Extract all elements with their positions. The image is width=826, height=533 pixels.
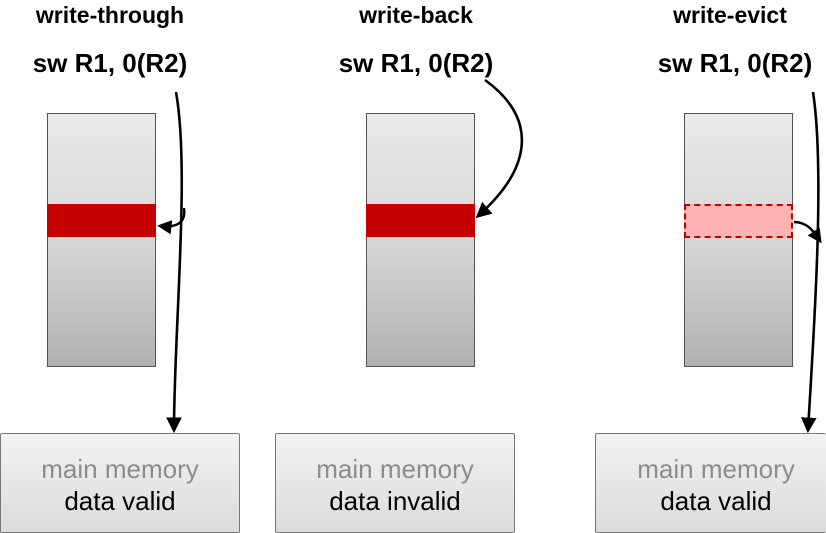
memory-status: data invalid [329,486,461,516]
arrows-layer [157,78,822,434]
memory-status: data valid [64,486,176,516]
cache-block [684,113,793,367]
arrow-evict-line [793,220,822,244]
panel-title: write-through [35,2,185,28]
cache-block [47,113,156,367]
panel-title: write-evict [673,2,787,28]
arrow-to-cache-line [157,207,186,235]
store-instruction: sw R1, 0(R2) [338,48,494,78]
memory-label: main memory [637,454,795,484]
cache-line-evicted [684,204,793,238]
cache-block [366,113,475,367]
memory-label: main memory [41,454,199,484]
main-memory-box: main memory data valid [0,433,240,533]
store-instruction: sw R1, 0(R2) [32,48,188,78]
memory-status: data valid [660,486,772,516]
memory-label: main memory [316,454,474,484]
main-memory-box: main memory data valid [595,433,826,533]
arrow-to-memory [166,91,184,434]
cache-line-written [366,204,475,237]
arrow-to-memory [800,91,820,434]
panel-title: write-back [359,2,473,28]
arrow-to-cache-line [475,78,524,219]
cache-line-written [47,204,156,237]
store-instruction: sw R1, 0(R2) [657,48,813,78]
